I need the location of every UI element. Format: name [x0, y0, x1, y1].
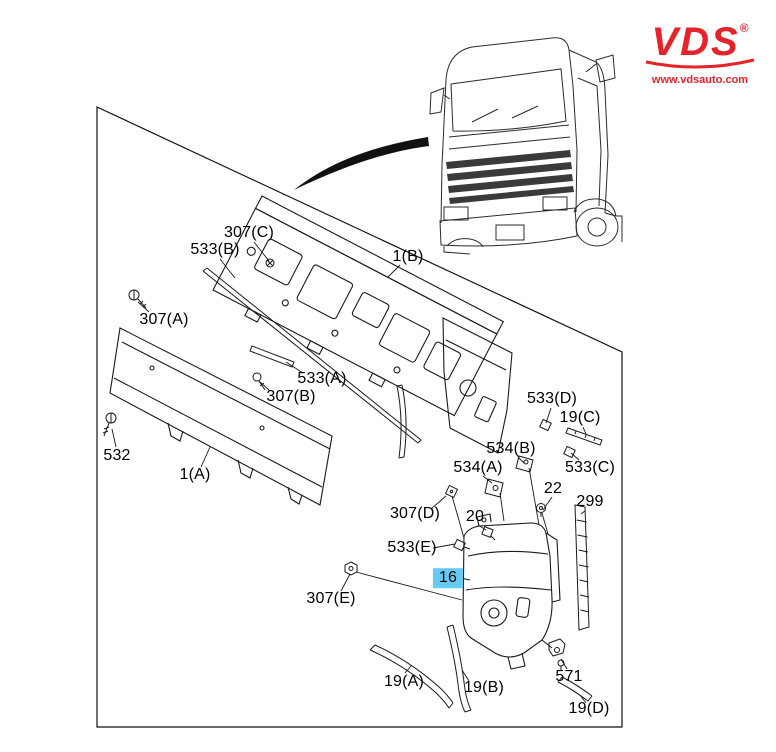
part-label-307D[interactable]: 307(D): [389, 505, 441, 523]
part-label-533C[interactable]: 533(C): [564, 459, 616, 477]
part-label-533D[interactable]: 533(D): [526, 390, 578, 408]
part-label-571[interactable]: 571: [555, 668, 583, 686]
leader-lines: [111, 241, 587, 704]
strip-19D: [557, 676, 593, 702]
part-label-307A[interactable]: 307(A): [139, 311, 189, 329]
part-label-532[interactable]: 532: [103, 447, 131, 465]
bracket-571: [548, 638, 566, 671]
part-label-307B[interactable]: 307(B): [266, 388, 316, 406]
strip-19A: [369, 644, 454, 709]
part-label-299[interactable]: 299: [576, 493, 604, 511]
diagram-border: [96, 106, 623, 728]
clip-20: [481, 526, 496, 541]
part-label-1A[interactable]: 1(A): [179, 466, 211, 484]
vds-logo: VDS® www.vdsauto.com: [640, 22, 760, 86]
clip-533E: [453, 538, 471, 552]
strip-19B: [446, 624, 472, 713]
molding-strip-533B: [202, 267, 422, 444]
clip-533D: [539, 418, 552, 432]
part-label-1B[interactable]: 1(B): [392, 248, 424, 266]
brand-website: www.vdsauto.com: [651, 74, 749, 86]
pointer-arrow: [294, 137, 429, 190]
registered-trademark-icon: ®: [739, 21, 749, 35]
front-panel-1A: [109, 327, 333, 506]
part-label-19B[interactable]: 19(B): [463, 679, 505, 697]
bracket-534A: [484, 478, 504, 498]
bolt-532: [102, 412, 117, 437]
part-label-533E[interactable]: 533(E): [387, 539, 437, 557]
part-label-307E[interactable]: 307(E): [306, 590, 356, 608]
part-label-19C[interactable]: 19(C): [559, 409, 601, 427]
strip-299: [574, 504, 590, 631]
part-label-534B[interactable]: 534(B): [486, 440, 536, 458]
logo-swoosh-icon: [645, 58, 755, 69]
cowl-lower-panel: [442, 317, 513, 454]
grommet-22: [536, 503, 546, 517]
part-label-20[interactable]: 20: [465, 508, 485, 526]
part-label-16-selected[interactable]: 16: [432, 568, 464, 588]
part-label-19D[interactable]: 19(D): [568, 700, 610, 718]
part-label-533B[interactable]: 533(B): [190, 241, 240, 259]
part-label-534A[interactable]: 534(A): [453, 459, 503, 477]
nut-307E: [344, 561, 358, 576]
part-label-307C[interactable]: 307(C): [223, 224, 275, 242]
strip-19C: [565, 427, 603, 446]
strip-533A: [249, 345, 295, 368]
truck-cab-illustration: [429, 37, 623, 255]
part-label-22[interactable]: 22: [543, 480, 563, 498]
corner-panel-16: [462, 513, 561, 670]
vds-logo-row: VDS®: [640, 22, 760, 62]
screw-307D: [444, 484, 459, 499]
part-label-19A[interactable]: 19(A): [383, 673, 425, 691]
part-label-533A[interactable]: 533(A): [297, 370, 347, 388]
bolt-307A: [128, 289, 147, 309]
center-molding: [396, 384, 407, 459]
clip-307C: [265, 258, 275, 268]
bracket-534B: [515, 455, 534, 473]
cowl-top-panel-1B: [212, 195, 505, 417]
vds-logo-text: VDS: [651, 20, 740, 64]
clip-533C: [563, 445, 576, 459]
